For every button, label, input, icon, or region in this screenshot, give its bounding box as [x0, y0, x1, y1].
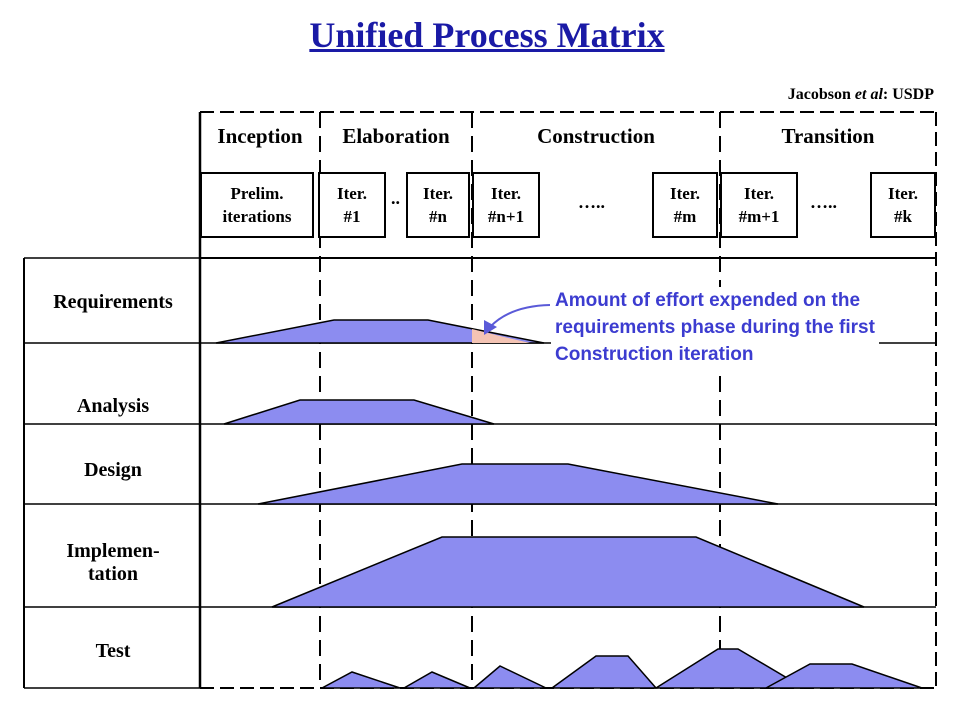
iteration-id: #m+1	[738, 207, 780, 226]
test-effort-1	[321, 671, 401, 689]
iteration-n: Iter. #n	[406, 172, 470, 238]
iteration-label: Iter.	[743, 184, 775, 203]
page-title: Unified Process Matrix	[309, 15, 665, 55]
test-effort-2	[401, 671, 471, 689]
iteration-label: Iter.	[422, 184, 454, 203]
test-effort-5	[653, 648, 807, 689]
iteration-id: #k	[894, 207, 912, 226]
iteration-label: Iter.	[669, 184, 701, 203]
design-effort	[257, 463, 779, 505]
phase-elaboration: Elaboration	[342, 124, 450, 148]
requirements-highlight-region	[472, 329, 530, 343]
test-effort-6	[765, 663, 923, 689]
phase-construction: Construction	[537, 124, 655, 148]
iteration-k: Iter. #k	[870, 172, 936, 238]
iteration-id: #n	[429, 207, 447, 226]
ellipsis-transition: …..	[810, 192, 837, 212]
iteration-n-plus-1: Iter. #n+1	[472, 172, 540, 238]
test-effort-4	[549, 655, 658, 689]
requirements-effort	[215, 319, 545, 344]
workflow-requirements: Requirements	[53, 291, 173, 313]
iteration-id: #1	[343, 207, 361, 226]
iteration-m-plus-1: Iter. #m+1	[720, 172, 798, 238]
reference-author: Jacobson	[787, 86, 855, 103]
workflow-analysis: Analysis	[76, 395, 150, 417]
iteration-1: Iter. #1	[318, 172, 386, 238]
workflow-implementation-line-1: Implemen-	[66, 540, 160, 562]
test-effort-3	[471, 665, 547, 689]
ellipsis-elaboration: ..	[391, 188, 400, 208]
workflow-design: Design	[84, 459, 142, 481]
ellipsis-construction: …..	[578, 192, 605, 212]
annotation-text: Amount of effort expended on the require…	[551, 287, 879, 368]
iteration-id: #m	[673, 207, 697, 226]
iteration-prelim: Prelim. iterations	[200, 172, 314, 238]
workflow-test: Test	[95, 640, 131, 662]
reference-source: : USDP	[882, 86, 934, 103]
phase-transition: Transition	[781, 124, 875, 148]
phase-inception: Inception	[217, 124, 303, 148]
workflow-implementation-line-2: tation	[88, 563, 138, 585]
iteration-id: iterations	[222, 207, 292, 226]
iteration-label: Iter.	[490, 184, 522, 203]
iteration-id: #n+1	[487, 207, 525, 226]
iteration-label: Iter.	[887, 184, 919, 203]
iteration-label: Prelim.	[230, 184, 284, 203]
reference-etal: et al	[854, 86, 883, 103]
reference-citation: Jacobson et al: USDP	[788, 86, 934, 104]
annotation-arrowhead	[484, 320, 497, 335]
annotation-arrow	[489, 304, 551, 328]
implementation-effort	[271, 536, 865, 608]
workflow-implementation: Implemen- tation	[20, 540, 206, 586]
iteration-label: Iter.	[336, 184, 368, 203]
iteration-m: Iter. #m	[652, 172, 718, 238]
analysis-effort	[223, 399, 495, 425]
